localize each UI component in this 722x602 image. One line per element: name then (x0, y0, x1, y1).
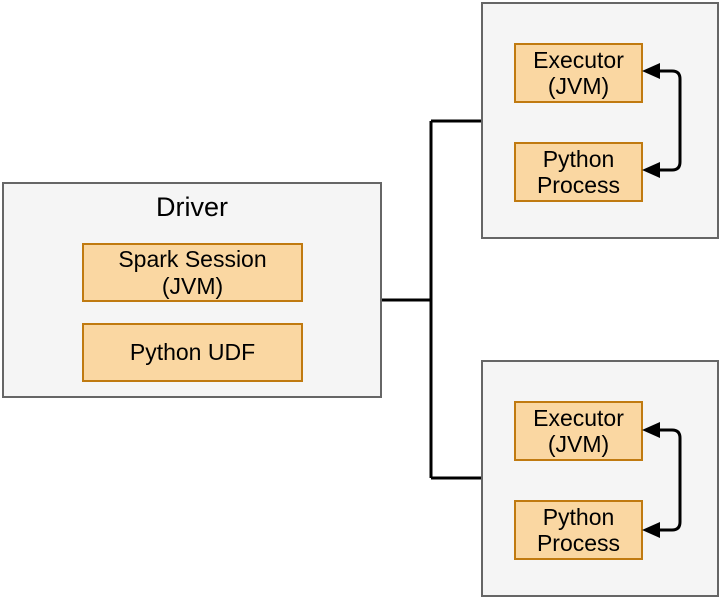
executor-group-bottom: Executor (JVM) Python Process (481, 360, 719, 597)
driver-container: Driver Spark Session (JVM) Python UDF (2, 182, 382, 398)
python-process-node-top: Python Process (514, 142, 643, 202)
driver-title: Driver (156, 192, 228, 222)
python-udf-node: Python UDF (82, 323, 303, 382)
spark-session-node: Spark Session (JVM) (82, 243, 303, 302)
python-process-node-bottom: Python Process (514, 500, 643, 560)
driver-executor-connector (382, 119, 481, 480)
executor-jvm-node-bottom: Executor (JVM) (514, 401, 643, 461)
executor-group-top: Executor (JVM) Python Process (481, 2, 719, 239)
executor-jvm-node-top: Executor (JVM) (514, 43, 643, 103)
